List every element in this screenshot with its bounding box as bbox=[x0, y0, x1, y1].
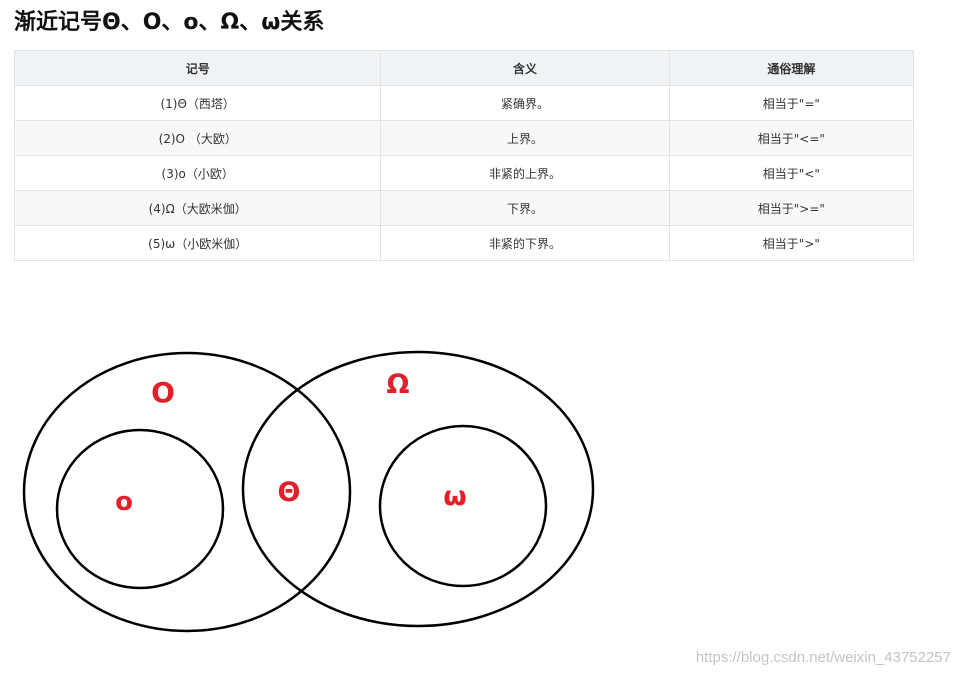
little-omega-ellipse bbox=[378, 424, 548, 588]
cell-meaning: 非紧的上界。 bbox=[380, 155, 670, 191]
little-omega-label: ω bbox=[443, 481, 466, 512]
header-meaning: 含义 bbox=[380, 50, 670, 86]
venn-diagram: O o Θ Ω ω bbox=[22, 350, 595, 633]
cell-meaning: 非紧的下界。 bbox=[380, 225, 670, 261]
cell-notation: (2)O （大欧） bbox=[13, 120, 382, 156]
cell-plain-explanation: 相当于">" bbox=[668, 225, 915, 261]
table-header-row: 记号 含义 通俗理解 bbox=[13, 50, 915, 86]
table-row: (1)Θ（西塔） 紧确界。 相当于"=" bbox=[13, 85, 915, 121]
table-row: (4)Ω（大欧米伽） 下界。 相当于">=" bbox=[13, 190, 915, 226]
table-row: (3)o（小欧） 非紧的上界。 相当于"<" bbox=[13, 155, 915, 191]
cell-plain-explanation: 相当于"<=" bbox=[668, 120, 915, 156]
header-plain-explanation: 通俗理解 bbox=[668, 50, 915, 86]
cell-notation: (3)o（小欧） bbox=[13, 155, 382, 191]
little-o-label: o bbox=[115, 487, 133, 517]
big-o-ellipse bbox=[22, 351, 352, 633]
cell-meaning: 下界。 bbox=[380, 190, 670, 226]
big-o-label: O bbox=[151, 376, 175, 409]
cell-meaning: 紧确界。 bbox=[380, 85, 670, 121]
cell-plain-explanation: 相当于"=" bbox=[668, 85, 915, 121]
table-row: (2)O （大欧） 上界。 相当于"<=" bbox=[13, 120, 915, 156]
cell-notation: (4)Ω（大欧米伽） bbox=[13, 190, 382, 226]
big-omega-label: Ω bbox=[387, 369, 410, 400]
page-title: 渐近记号Θ、O、o、Ω、ω关系 bbox=[14, 10, 325, 35]
theta-label: Θ bbox=[278, 477, 301, 508]
cell-plain-explanation: 相当于"<" bbox=[668, 155, 915, 191]
little-o-ellipse bbox=[55, 428, 225, 590]
cell-notation: (5)ω（小欧米伽） bbox=[13, 225, 382, 261]
big-omega-ellipse bbox=[241, 350, 595, 628]
notation-table: 记号 含义 通俗理解 (1)Θ（西塔） 紧确界。 相当于"=" (2)O （大欧… bbox=[13, 50, 915, 261]
venn-outlines bbox=[22, 350, 595, 633]
watermark: https://blog.csdn.net/weixin_43752257 bbox=[695, 649, 951, 666]
header-notation: 记号 bbox=[13, 50, 382, 86]
cell-notation: (1)Θ（西塔） bbox=[13, 85, 382, 121]
cell-plain-explanation: 相当于">=" bbox=[668, 190, 915, 226]
table-row: (5)ω（小欧米伽） 非紧的下界。 相当于">" bbox=[13, 225, 915, 261]
cell-meaning: 上界。 bbox=[380, 120, 670, 156]
